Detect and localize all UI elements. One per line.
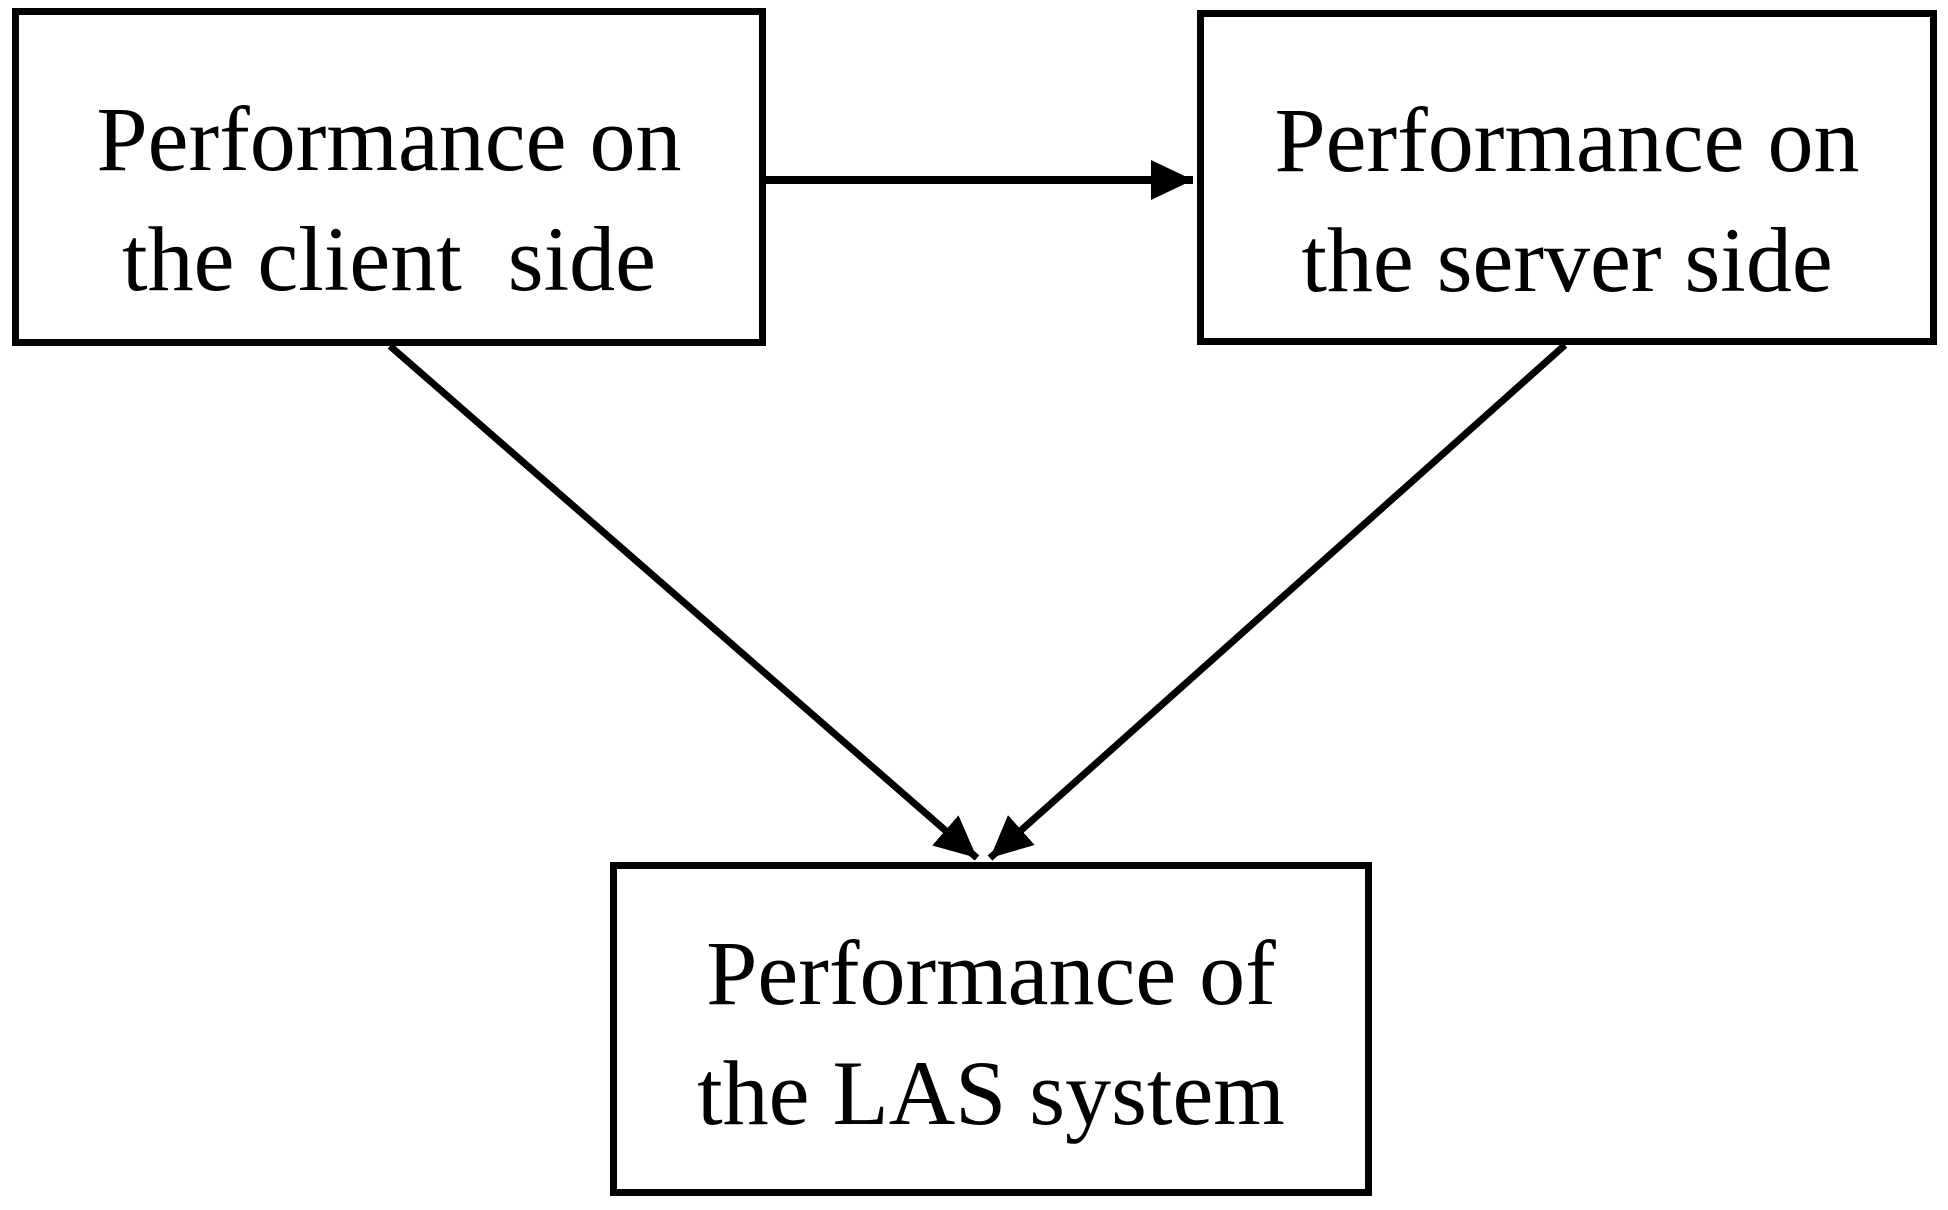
node-las-label-line2: the LAS system bbox=[697, 1042, 1285, 1144]
node-las-label-line1: Performance of bbox=[706, 922, 1276, 1025]
node-performance-client-side: Performance on the client side bbox=[12, 8, 766, 346]
edge-client-to-las-arrow bbox=[387, 343, 980, 861]
node-client-label-line2: the client side bbox=[122, 208, 656, 310]
edge-server-to-las-arrow bbox=[987, 342, 1568, 861]
node-client-label-line1: Performance on bbox=[96, 88, 682, 191]
node-server-label-line2: the server side bbox=[1301, 208, 1833, 311]
node-performance-server-side: Performance on the server side bbox=[1197, 10, 1937, 345]
node-performance-las-system: Performance of the LAS system bbox=[610, 862, 1372, 1196]
node-server-label-line1: Performance on bbox=[1274, 88, 1860, 191]
